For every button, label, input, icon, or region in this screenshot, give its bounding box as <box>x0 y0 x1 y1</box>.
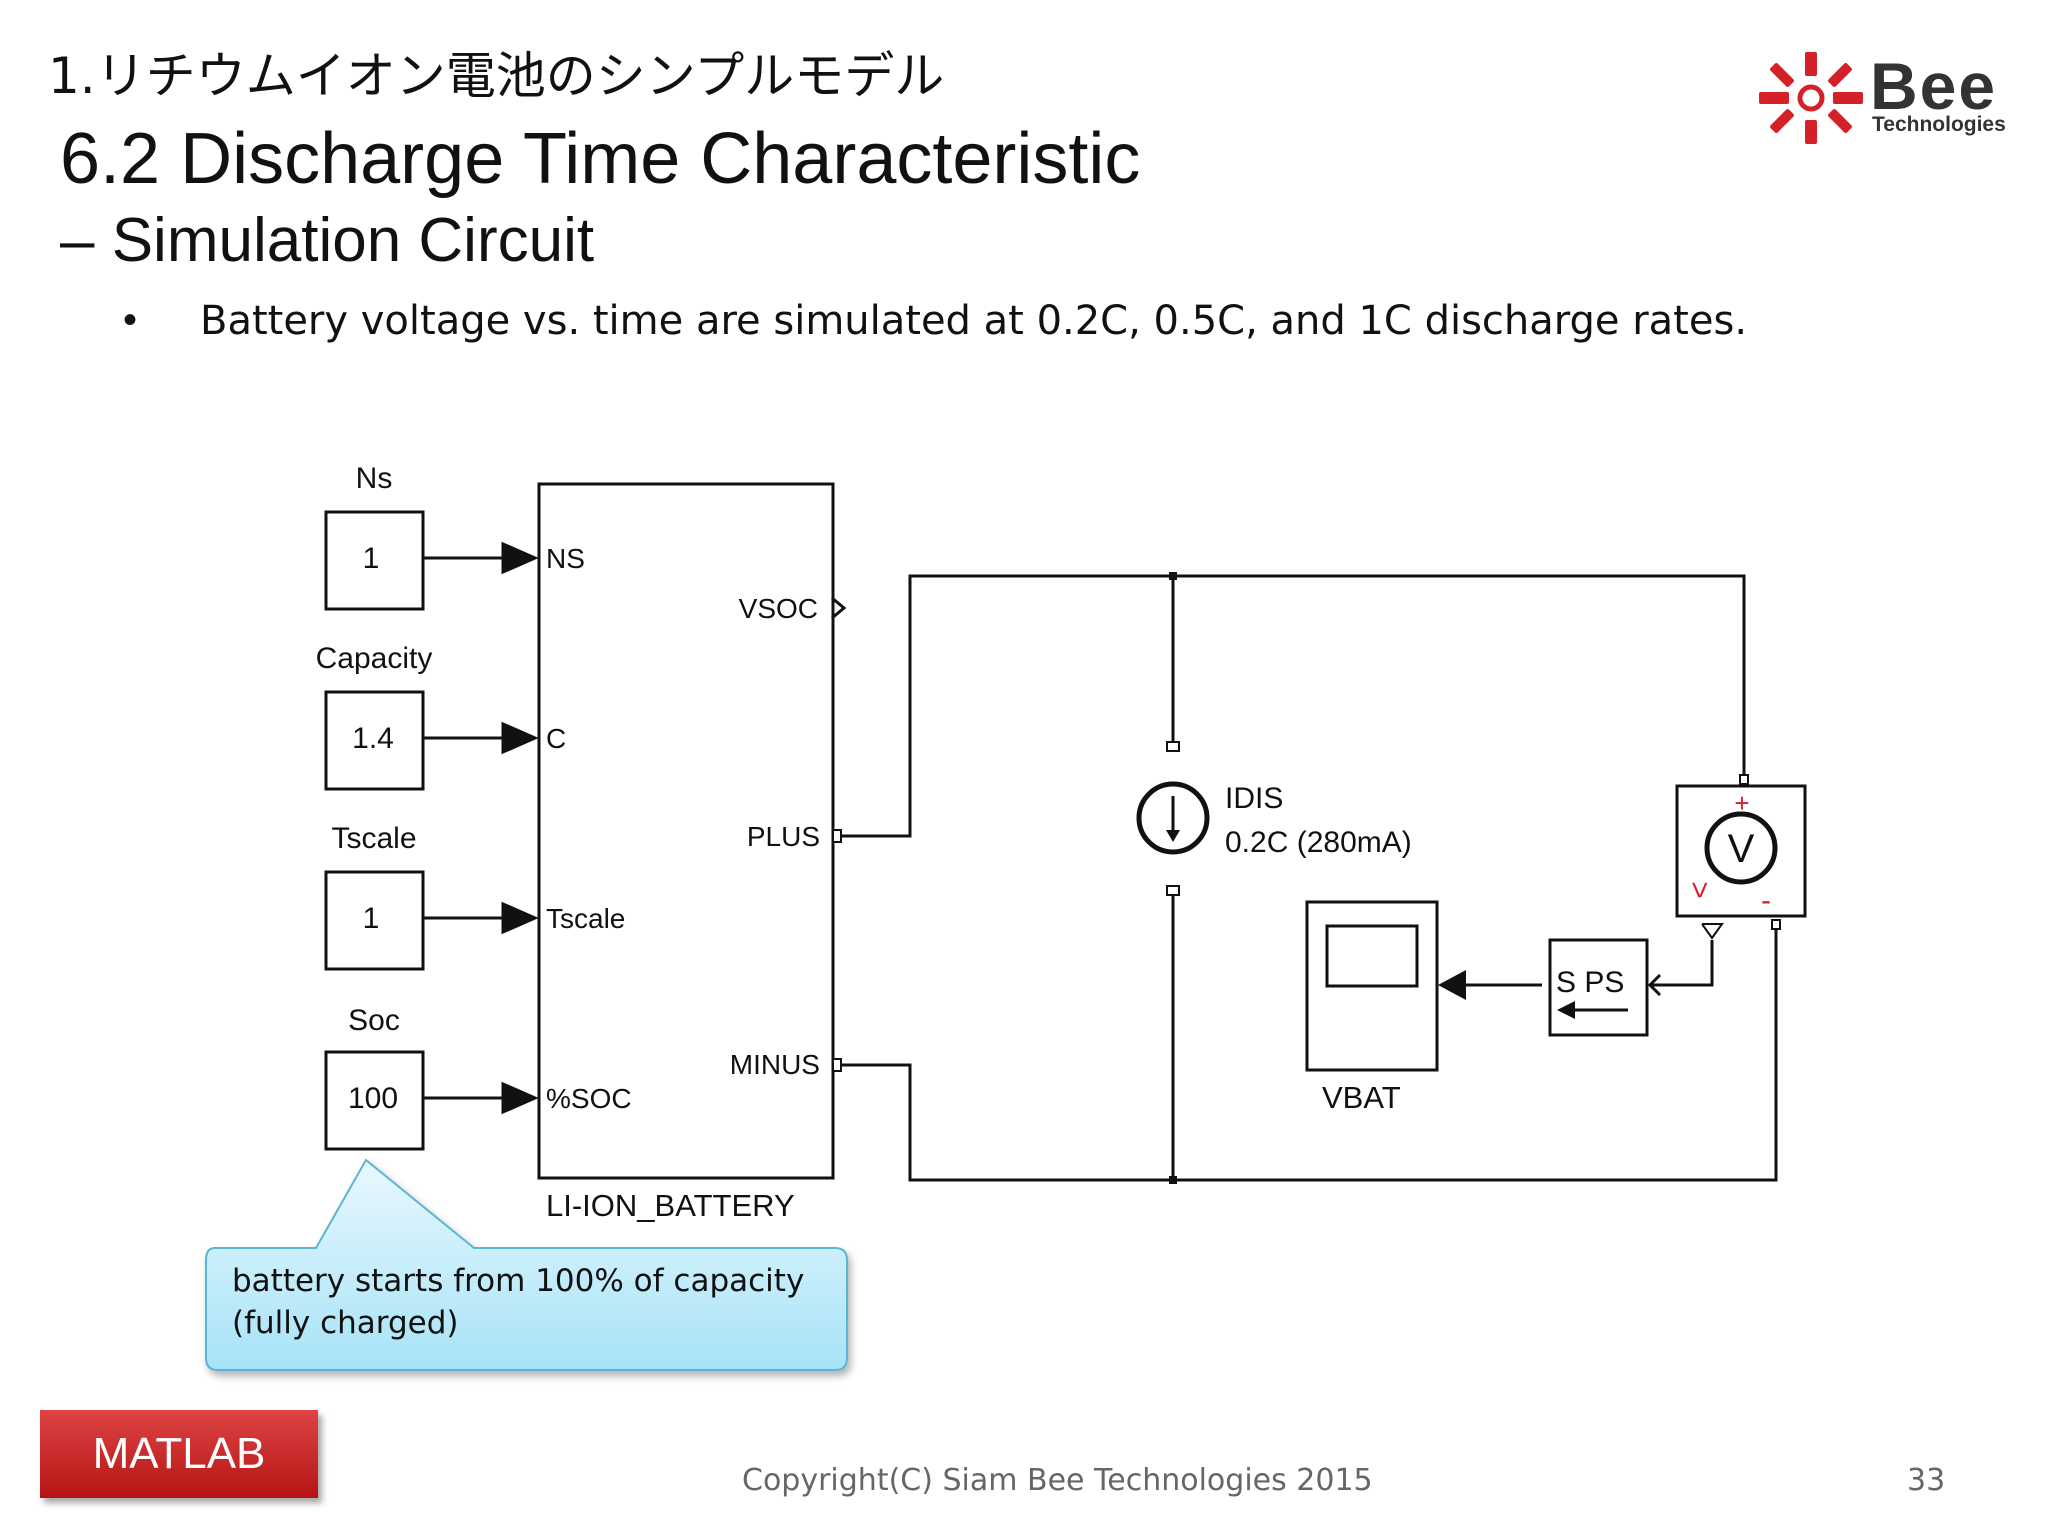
battery-block-name: LI-ION_BATTERY <box>546 1188 795 1223</box>
constant-label: Soc <box>348 1004 400 1037</box>
signal-arrows <box>423 541 539 1115</box>
bullet-marker: • <box>123 298 138 342</box>
callout-line-2: (fully charged) <box>232 1305 459 1341</box>
logo-wordmark: Bee <box>1870 49 1998 123</box>
copyright-text: Copyright(C) Siam Bee Technologies 2015 <box>742 1463 1373 1498</box>
page-number: 33 <box>1907 1463 1946 1498</box>
current-source-name: IDIS <box>1225 782 1283 815</box>
constant-block-ns: Ns 1 <box>324 462 425 611</box>
current-source-idis: IDIS 0.2C (280mA) <box>1136 741 1412 896</box>
constant-label: Capacity <box>316 642 433 675</box>
constant-block-soc: Soc 100 <box>324 1004 425 1151</box>
constant-block-capacity: Capacity 1.4 <box>316 642 433 791</box>
bullet-text: Battery voltage vs. time are simulated a… <box>200 298 1748 344</box>
constant-label: Ns <box>356 462 393 495</box>
scope-name: VBAT <box>1322 1080 1401 1115</box>
converter-label: S PS <box>1556 966 1624 999</box>
constant-label: Tscale <box>331 822 416 855</box>
battery-port-ns: NS <box>546 543 585 574</box>
voltmeter-minus-sign: - <box>1761 884 1771 917</box>
battery-port-soc: %SOC <box>546 1083 632 1114</box>
battery-port-tscale: Tscale <box>546 903 625 934</box>
callout-text: battery starts from 100% of capacity (fu… <box>232 1260 804 1344</box>
vsoc-port-chevron <box>831 596 847 620</box>
constant-value: 1 <box>363 902 380 935</box>
slide-title: 6.2 Discharge Time Characteristic <box>60 119 1141 199</box>
slide-subtitle: – Simulation Circuit <box>60 206 595 275</box>
matlab-badge: MATLAB <box>40 1410 318 1498</box>
callout-bubble <box>205 1158 848 1371</box>
battery-port-minus: MINUS <box>730 1049 820 1080</box>
constant-block-tscale: Tscale 1 <box>324 822 425 971</box>
battery-port-plus: PLUS <box>747 821 820 852</box>
circuit-wires <box>841 574 1778 1182</box>
li-ion-battery-block: NS C Tscale %SOC VSOC PLUS MINUS LI-ION_… <box>537 482 847 1223</box>
voltmeter-symbol: V <box>1728 827 1755 871</box>
logo-subtext: Technologies <box>1872 113 2006 136</box>
scope-vbat: VBAT <box>1305 900 1466 1115</box>
current-source-value: 0.2C (280mA) <box>1225 826 1412 859</box>
converter-s-ps: S PS <box>1548 938 1666 1037</box>
voltmeter-plus-sign: + <box>1734 788 1749 818</box>
section-title: 1.リチウムイオン電池のシンプルモデル <box>48 47 945 105</box>
voltmeter-output-sign: > <box>1683 881 1716 899</box>
callout-line-1: battery starts from 100% of capacity <box>232 1263 805 1299</box>
constant-value: 100 <box>348 1082 398 1115</box>
voltmeter-sensor: V + - > <box>1675 774 1807 940</box>
constant-value: 1 <box>363 542 380 575</box>
battery-port-vsoc: VSOC <box>739 593 818 624</box>
battery-port-c: C <box>546 723 566 754</box>
constant-value: 1.4 <box>352 722 394 755</box>
bee-logo-icon <box>1759 52 1863 144</box>
